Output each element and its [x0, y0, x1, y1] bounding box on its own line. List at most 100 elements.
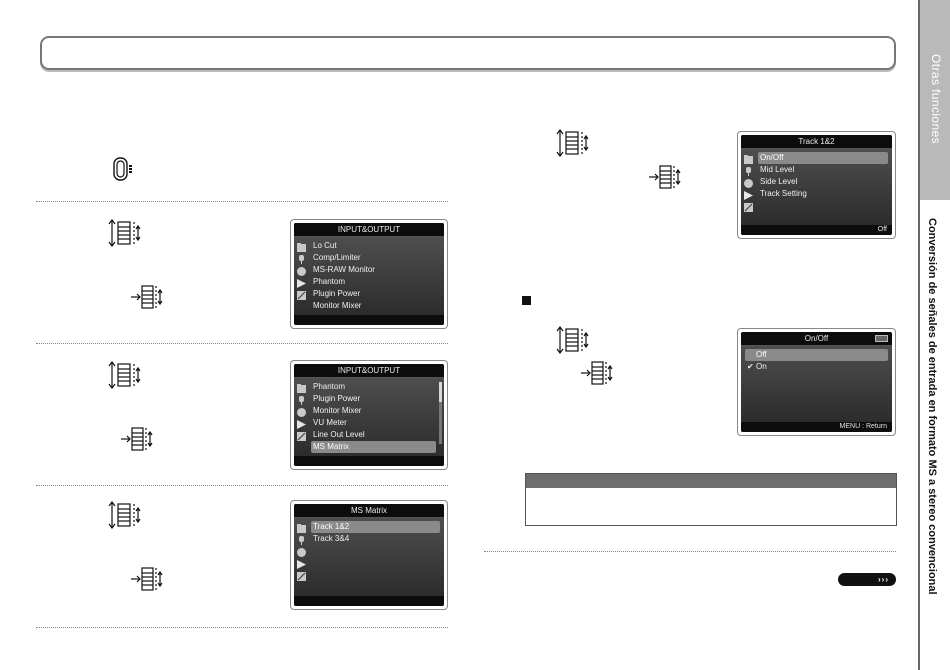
folder-icon	[295, 241, 308, 253]
note-header	[526, 474, 896, 488]
lcd-scrollbar-thumb[interactable]	[439, 382, 442, 402]
menu-item-track-setting[interactable]: Track Setting	[760, 189, 807, 198]
menu-item-on-off[interactable]: On/Off	[758, 152, 888, 164]
scroll-dial-icon	[556, 325, 590, 355]
step-divider	[36, 485, 448, 486]
folder-icon	[295, 522, 308, 534]
lcd-menu-list: Phantom Plugin Power Monitor Mixer VU Me…	[311, 381, 436, 453]
dial-press-icon	[130, 284, 164, 310]
menu-item-phantom[interactable]: Phantom	[313, 382, 346, 391]
tools-icon	[295, 430, 308, 442]
menu-item-phantom[interactable]: Phantom	[313, 277, 346, 286]
menu-item-monitor-mixer[interactable]: Monitor Mixer	[313, 301, 362, 310]
lcd-menu-list: On/Off Mid Level Side Level Track Settin…	[758, 152, 888, 200]
lcd-menu-icons	[295, 382, 309, 442]
step-divider	[36, 627, 448, 628]
lcd-menu-list: Lo Cut Comp/Limiter MS-RAW Monitor Phant…	[311, 240, 440, 312]
lcd-footer-value: Off	[741, 225, 892, 235]
lcd-menu-icons	[295, 522, 309, 582]
lcd-display: On/Off Off ✔On MENU : Return	[741, 332, 892, 432]
note-box	[525, 473, 897, 526]
lcd-screen-track-1-2: Track 1&2 On/Off Mid Level Side Level Tr…	[737, 131, 896, 239]
battery-icon	[875, 335, 888, 342]
section-tab-label: Otras funciones	[929, 54, 943, 145]
folder-icon	[742, 153, 755, 165]
dial-press-icon	[130, 566, 164, 592]
page-title-bar	[40, 36, 896, 70]
lcd-menu-icons	[295, 241, 309, 301]
dial-press-icon	[120, 426, 154, 452]
step-divider	[484, 551, 896, 552]
lcd-screen-input-output: INPUT&OUTPUT Lo Cut Comp/Limiter MS-RAW …	[290, 219, 448, 329]
lcd-title: MS Matrix	[294, 504, 444, 518]
scroll-dial-icon	[108, 500, 142, 530]
lcd-title: INPUT&OUTPUT	[294, 223, 444, 237]
lcd-title: On/Off	[741, 332, 892, 346]
scroll-dial-icon	[556, 128, 590, 158]
play-icon	[742, 189, 755, 201]
continue-next-page-button[interactable]: ›››	[838, 573, 896, 586]
menu-item-plugin-power[interactable]: Plugin Power	[313, 394, 361, 403]
option-off[interactable]: Off	[745, 349, 888, 361]
check-icon: ✔	[747, 362, 754, 371]
menu-item-lo-cut[interactable]: Lo Cut	[313, 241, 337, 250]
menu-item-mid-level[interactable]: Mid Level	[760, 165, 795, 174]
lcd-footer	[294, 315, 444, 325]
step-divider	[36, 201, 448, 202]
menu-item-track-3-4[interactable]: Track 3&4	[313, 534, 350, 543]
record-icon	[295, 546, 308, 558]
menu-item-ms-matrix[interactable]: MS Matrix	[311, 441, 436, 453]
scroll-dial-icon	[108, 218, 142, 248]
menu-item-line-out-level[interactable]: Line Out Level	[313, 430, 365, 439]
menu-item-track-1-2[interactable]: Track 1&2	[311, 521, 440, 533]
lcd-title: Track 1&2	[741, 135, 892, 149]
lcd-display: INPUT&OUTPUT Lo Cut Comp/Limiter MS-RAW …	[294, 223, 444, 325]
menu-item-plugin-power[interactable]: Plugin Power	[313, 289, 361, 298]
tools-icon	[742, 201, 755, 213]
tools-icon	[295, 570, 308, 582]
lcd-display: INPUT&OUTPUT Phantom Plugin Power Monito…	[294, 364, 444, 466]
lcd-scrollbar[interactable]	[439, 382, 442, 444]
play-icon	[295, 418, 308, 430]
folder-icon	[295, 382, 308, 394]
section-bullet	[522, 296, 531, 305]
lcd-screen-on-off: On/Off Off ✔On MENU : Return	[737, 328, 896, 436]
option-on[interactable]: ✔On	[745, 361, 888, 373]
dial-press-icon	[648, 164, 682, 190]
lcd-footer	[294, 456, 444, 466]
menu-item-comp-limiter[interactable]: Comp/Limiter	[313, 253, 361, 262]
menu-item-ms-raw-monitor[interactable]: MS-RAW Monitor	[313, 265, 375, 274]
microphone-icon	[295, 534, 308, 546]
dial-press-icon	[580, 360, 614, 386]
play-icon	[295, 558, 308, 570]
lcd-footer-hint: MENU : Return	[741, 422, 892, 432]
lcd-menu-icons	[742, 153, 756, 213]
play-icon	[295, 277, 308, 289]
option-off-label: Off	[756, 350, 767, 359]
lcd-display: Track 1&2 On/Off Mid Level Side Level Tr…	[741, 135, 892, 235]
record-icon	[295, 406, 308, 418]
microphone-icon	[295, 394, 308, 406]
menu-item-vu-meter[interactable]: VU Meter	[313, 418, 347, 427]
tools-icon	[295, 289, 308, 301]
lcd-option-list: Off ✔On	[745, 349, 888, 373]
record-icon	[742, 177, 755, 189]
menu-item-side-level[interactable]: Side Level	[760, 177, 798, 186]
scroll-dial-icon	[108, 360, 142, 390]
lcd-display: MS Matrix Track 1&2 Track 3&4	[294, 504, 444, 606]
menu-item-monitor-mixer[interactable]: Monitor Mixer	[313, 406, 362, 415]
lcd-screen-input-output-scrolled: INPUT&OUTPUT Phantom Plugin Power Monito…	[290, 360, 448, 470]
chapter-title: Conversión de señales de entrada en form…	[926, 218, 938, 595]
record-icon	[295, 265, 308, 277]
section-tab[interactable]: Otras funciones	[920, 0, 950, 200]
microphone-icon	[742, 165, 755, 177]
lcd-footer	[294, 596, 444, 606]
power-switch-icon	[112, 156, 134, 184]
lcd-screen-ms-matrix: MS Matrix Track 1&2 Track 3&4	[290, 500, 448, 610]
lcd-title: INPUT&OUTPUT	[294, 364, 444, 378]
option-on-label: On	[756, 362, 767, 371]
lcd-menu-list: Track 1&2 Track 3&4	[311, 521, 440, 545]
microphone-icon	[295, 253, 308, 265]
step-divider	[36, 343, 448, 344]
chapter-sidebar: Otras funciones Conversión de señales de…	[918, 0, 950, 670]
